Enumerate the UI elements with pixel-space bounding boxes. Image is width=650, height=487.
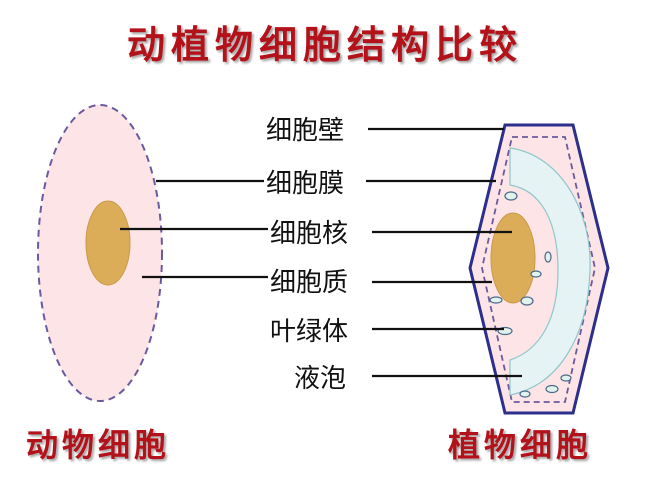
label-cell-membrane: 细胞膜 (264, 163, 347, 200)
plant-cell-nucleus (490, 212, 536, 304)
label-vacuole: 液泡 (292, 358, 349, 395)
chloroplast (544, 251, 552, 263)
chloroplast (489, 296, 503, 304)
plant-cell (468, 123, 610, 415)
page-title: 动植物细胞结构比较 (126, 22, 523, 67)
caption-plant-cell: 植物细胞 (448, 426, 593, 464)
plant-cell-membrane (481, 136, 596, 403)
chloroplast (504, 191, 518, 201)
label-cell-wall: 细胞壁 (264, 110, 347, 147)
plant-cell-chloroplasts (489, 191, 572, 398)
label-nucleus: 细胞核 (268, 213, 351, 250)
label-cytoplasm: 细胞质 (268, 262, 351, 299)
caption-animal-cell: 动物细胞 (26, 426, 171, 464)
chloroplast (560, 374, 572, 382)
chloroplast (520, 296, 534, 306)
leader-lines (120, 127, 522, 378)
label-chloroplast: 叶绿体 (268, 311, 351, 348)
animal-cell (37, 104, 163, 402)
animal-cell-nucleus (85, 200, 131, 286)
chloroplast (519, 390, 531, 398)
chloroplast (530, 270, 542, 278)
chloroplast (545, 384, 559, 394)
